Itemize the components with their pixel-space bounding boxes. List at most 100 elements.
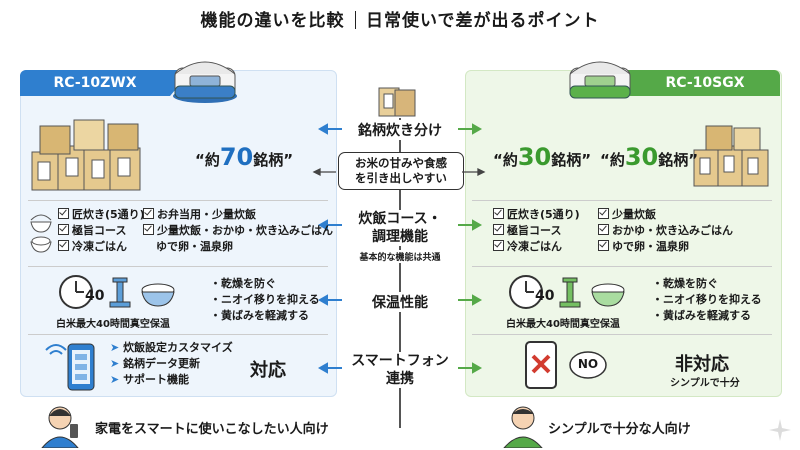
left-brand-count: “約70銘柄”: [195, 143, 293, 171]
left-keep-caption: 白米最大40時間真空保温: [56, 319, 170, 330]
no-label: NO: [577, 357, 599, 371]
vacuum-pump-icon: [559, 277, 581, 308]
list-item: ・乾燥を防ぐ: [210, 277, 276, 290]
list-item-label: 銘柄データ更新: [123, 357, 201, 370]
list-item-label: ニオイ移りを抑える: [663, 293, 762, 306]
list-item: ゆで卵・温泉卵: [598, 239, 733, 255]
list-item: 少量炊飯: [598, 207, 733, 223]
left-row-divider: [28, 334, 328, 335]
left-app-features: ➤ 炊飯設定カスタマイズ ➤ 銘柄データ更新 ➤ サポート機能: [110, 340, 233, 388]
left-keep-points: ・乾燥を防ぐ ・ニオイ移りを抑える ・黄ばみを軽減する: [210, 276, 320, 324]
arrow-left-icon: [317, 123, 328, 135]
right-row-divider: [472, 266, 772, 267]
left-brand-count-suffix: 銘柄”: [253, 151, 294, 169]
list-item: お弁当用・少量炊飯: [143, 207, 333, 223]
brand-bubble-line1: お米の甘みや食感: [355, 156, 447, 170]
checkbox-icon: [598, 224, 609, 235]
list-item: 匠炊き(5通り): [493, 207, 580, 223]
center-axis-line: [399, 118, 401, 428]
title-right: 日常使いで差が出るポイント: [366, 11, 600, 31]
rice-bowl-icon: [30, 214, 52, 253]
list-item: ・乾燥を防ぐ: [652, 277, 718, 290]
right-brand-count-suffix: 銘柄”: [658, 151, 699, 169]
checkbox-icon: [143, 224, 154, 235]
list-item: 冷凍ごはん: [58, 239, 145, 255]
checkbox-icon: [143, 208, 154, 219]
list-item-label: 炊飯設定カスタマイズ: [123, 341, 233, 354]
row-label-course-line1: 炊飯コース・: [358, 211, 442, 227]
row-label-course-line2: 調理機能: [372, 229, 428, 245]
checkbox-icon: [598, 240, 609, 251]
checkbox-icon: [493, 240, 504, 251]
list-item-label: 冷凍ごはん: [507, 240, 562, 253]
list-item-label: ゆで卵・温泉卵: [156, 240, 233, 253]
list-item: ・黄ばみを軽減する: [652, 309, 751, 322]
arrow-right-icon: [472, 123, 483, 135]
rice-bag-icon: [31, 119, 141, 191]
right-brand-count: “約30銘柄”: [600, 143, 698, 171]
row-label-keep: 保温性能: [345, 292, 455, 312]
brand-bubble: お米の甘みや食感 を引き出しやすい: [338, 152, 464, 190]
rice-cooker-icon: [173, 61, 237, 103]
rice-bag-icon: [378, 87, 416, 117]
row-label-course: 炊飯コース・ 調理機能: [345, 210, 455, 246]
list-item-label: 少量炊飯: [612, 208, 656, 221]
wifi-icon: [49, 350, 63, 355]
left-footer: 家電をスマートに使いこなしたい人向け: [95, 422, 329, 437]
page-title: 機能の違いを比較日常使いで差が出るポイント: [0, 6, 800, 31]
right-footer: シンプルで十分な人向け: [548, 422, 691, 437]
arrow-right-icon: [472, 294, 483, 306]
left-brand-count-number: 70: [219, 143, 254, 171]
keep-warm-illustration: [509, 275, 625, 309]
list-item-label: お弁当用・少量炊飯: [157, 208, 256, 221]
brand-bubble-line2: を引き出しやすい: [355, 171, 447, 185]
list-item: おかゆ・炊き込みごはん: [598, 223, 733, 239]
clock-icon: [509, 275, 543, 309]
right-keep-hours: 40: [535, 288, 555, 304]
list-item-label: 黄ばみを軽減する: [663, 309, 751, 322]
list-item-label: 黄ばみを軽減する: [221, 309, 309, 322]
list-item: 極旨コース: [58, 223, 145, 239]
list-item-label: 乾燥を防ぐ: [663, 277, 718, 290]
course-note: 基本的な機能は共通: [345, 250, 455, 263]
list-item-label: 少量炊飯・おかゆ・炊き込みごはん: [157, 224, 333, 237]
list-item: 極旨コース: [493, 223, 580, 239]
list-item: 少量炊飯・おかゆ・炊き込みごはん: [143, 223, 333, 239]
row-label-brand: 銘柄炊き分け: [345, 120, 455, 140]
arrow-left-icon: [317, 362, 328, 374]
list-item-label: サポート機能: [123, 373, 190, 386]
right-brand-count-number: 30: [517, 143, 552, 171]
right-keep-caption: 白米最大40時間真空保温: [506, 319, 620, 330]
checkbox-icon: [58, 224, 69, 235]
list-item-label: 匠炊き(5通り): [507, 208, 580, 221]
person-icon: [503, 406, 543, 448]
left-row-divider: [28, 200, 328, 201]
list-item: ・黄ばみを軽減する: [210, 309, 309, 322]
sparkle-icon: [769, 419, 791, 441]
rice-bowl-icon: [141, 283, 175, 307]
list-item-label: ニオイ移りを抑える: [221, 293, 320, 306]
checkbox-icon: [58, 240, 69, 251]
row-label-phone: スマートフォン 連携: [345, 352, 455, 388]
list-item-label: 冷凍ごはん: [72, 240, 127, 253]
right-keep-points: ・乾燥を防ぐ ・ニオイ移りを抑える ・黄ばみを軽減する: [652, 276, 762, 324]
clock-icon: [59, 275, 93, 309]
list-item: ・ニオイ移りを抑える: [652, 293, 762, 306]
row-label-phone-line2: 連携: [386, 371, 414, 387]
right-course-col1: 匠炊き(5通り) 極旨コース 冷凍ごはん: [493, 207, 580, 255]
right-brand-count-number: 30: [624, 143, 659, 171]
right-app-status: 非対応: [675, 354, 729, 375]
right-brand-count: “約30銘柄”: [493, 143, 591, 171]
right-brand-count-prefix: “約: [600, 151, 625, 169]
right-app-sub: シンプルで十分: [670, 378, 740, 389]
list-item-label: 乾燥を防ぐ: [221, 277, 276, 290]
smartphone-icon: [525, 341, 607, 389]
left-brand-count-prefix: “約: [195, 151, 220, 169]
list-item: ・ニオイ移りを抑える: [210, 293, 320, 306]
left-keep-hours: 40: [85, 288, 105, 304]
cross-icon: [531, 354, 551, 374]
left-course-col2: お弁当用・少量炊飯 少量炊飯・おかゆ・炊き込みごはん ゆで卵・温泉卵: [143, 207, 333, 255]
list-item: 匠炊き(5通り): [58, 207, 145, 223]
rice-bowl-icon: [591, 283, 625, 307]
